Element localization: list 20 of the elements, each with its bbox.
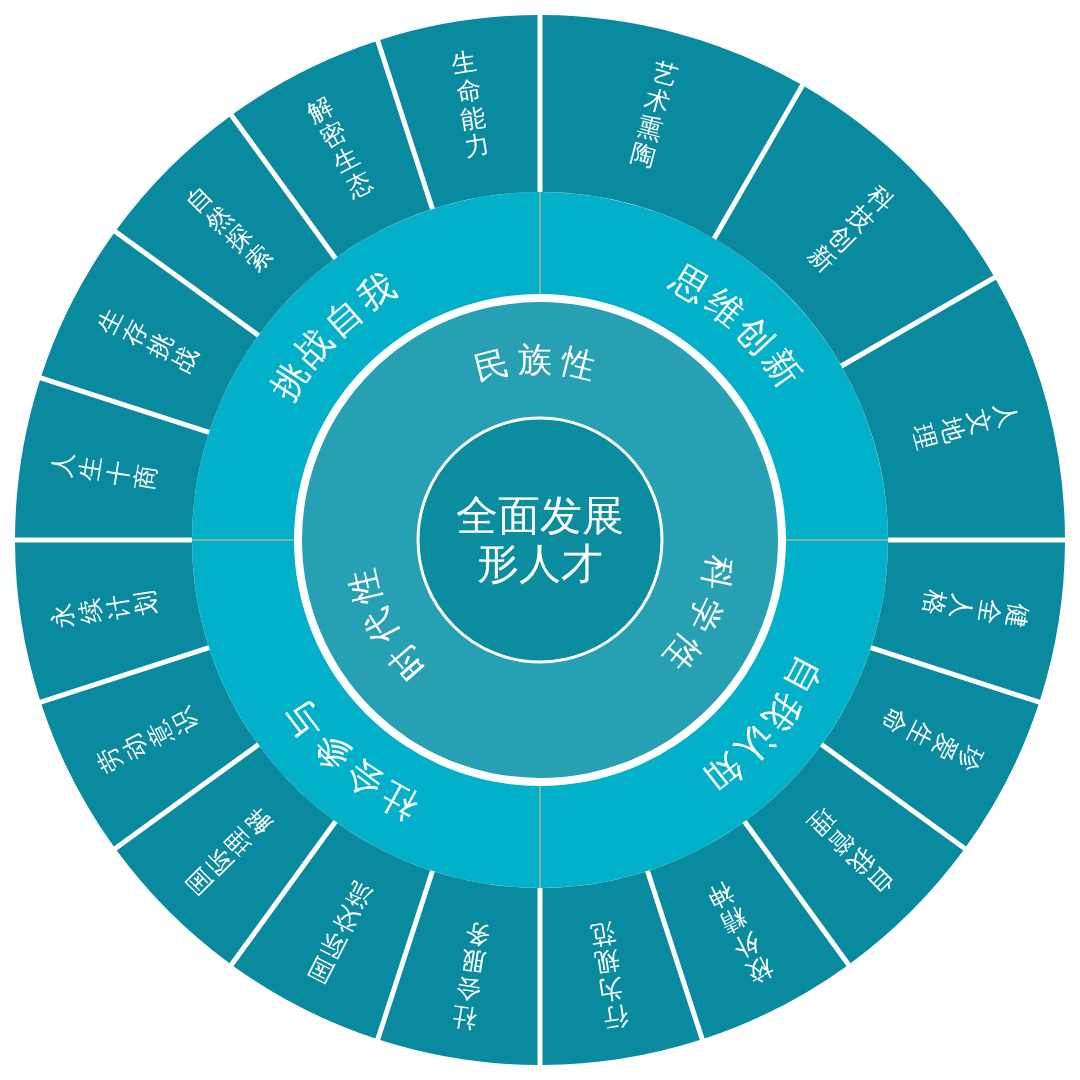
segment-label: 生存挑战 (92, 303, 204, 378)
segment-label: 健全人格 (917, 587, 1032, 631)
segment-label: 珍爱生命 (876, 702, 988, 777)
segment-label: 校外精神 (702, 876, 777, 988)
segment-label: 行为规范 (587, 917, 631, 1032)
segment-label: 自我管理 (802, 802, 900, 900)
segment-label: 劳动意识 (92, 702, 204, 777)
segment-label: 生命能力 (449, 48, 493, 163)
segment-label: 科技创新 (802, 180, 900, 278)
segment-label: 解密生态 (303, 92, 378, 204)
segment-label: 人文地理 (907, 399, 1023, 454)
segment-label: 艺术熏陶 (626, 57, 681, 173)
segment-label: 永续计划 (48, 587, 163, 631)
segment-label: 自然探索 (180, 180, 278, 278)
segment-label: 国际交流 (303, 876, 378, 988)
center-label: 全面发展形人才 (455, 491, 625, 589)
segment-label: 人生十商 (48, 449, 163, 493)
ring-label: 民族性 (470, 339, 610, 390)
segment-label: 社会服务 (449, 917, 493, 1032)
ring-label: 时代性 (339, 555, 433, 689)
